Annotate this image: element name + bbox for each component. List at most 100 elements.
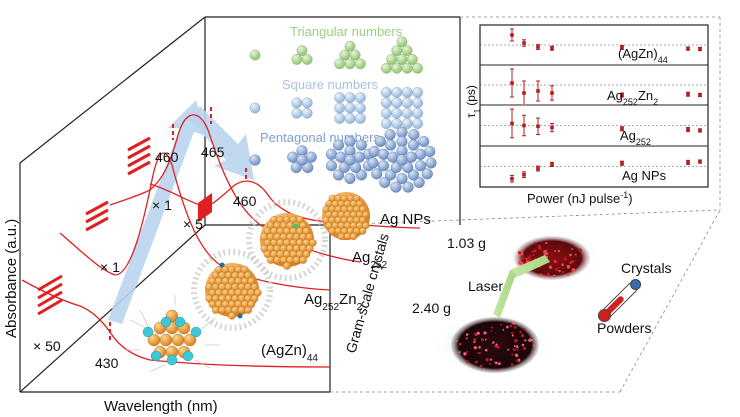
inset-point: [698, 47, 702, 51]
scale-label-x1a: × 1: [100, 259, 120, 275]
sphere: [413, 176, 425, 188]
sphere: [355, 169, 367, 181]
inset-point: [698, 128, 702, 133]
cluster-agzn44: [125, 295, 220, 373]
cluster-agnps-atoms: [322, 194, 370, 241]
sphere: [377, 160, 390, 172]
peak-label-ag252: 465: [201, 144, 225, 160]
sphere: [396, 36, 408, 48]
scale-icon-x5: [198, 193, 212, 222]
sphere: [412, 87, 423, 98]
sphere: [291, 97, 303, 109]
sphere: [414, 160, 427, 172]
crystal-pile: [514, 236, 590, 280]
inset-label-agnps: Ag NPs: [622, 168, 667, 183]
sphere: [401, 87, 413, 98]
sphere: [401, 107, 413, 119]
sphere: [344, 102, 356, 114]
inset-point: [550, 162, 554, 167]
sphere: [381, 118, 392, 129]
sphere: [302, 161, 314, 174]
sphere: [355, 113, 366, 124]
inset-point: [686, 92, 690, 96]
inset-plot: (AgZn)44 Ag252Zn2 Ag252 Ag NPs τ1(ps) Po…: [464, 24, 709, 206]
sphere: [301, 107, 313, 119]
inset-point: [510, 81, 514, 85]
sphere: [421, 168, 433, 180]
sphere: [418, 135, 430, 148]
synthesis: 1.03 g 2.40 g Laser Crystals Powders: [412, 229, 672, 375]
sphere: [396, 54, 408, 65]
sample-label-agnps: Ag NPs: [380, 211, 431, 228]
laser-beam-top: [510, 255, 550, 278]
square-spheres: [249, 87, 423, 129]
inset-point: [522, 91, 526, 95]
sphere-groups: [249, 36, 437, 193]
sphere: [407, 169, 419, 181]
sphere: [379, 176, 391, 188]
scale-label-x50: × 50: [33, 338, 61, 354]
powders-label: Powders: [597, 320, 651, 336]
inset-point: [620, 126, 624, 131]
inset-point: [522, 172, 526, 177]
inset-point: [698, 159, 702, 164]
sphere: [412, 62, 423, 74]
sphere: [381, 97, 392, 109]
cluster-ag252zn2-atoms: [205, 262, 262, 320]
sphere: [402, 181, 414, 193]
sphere: [344, 92, 356, 103]
inset-y-label: τ1(ps): [464, 85, 482, 118]
triangular-title: Triangular numbers: [290, 24, 403, 39]
x-axis-label: Wavelength (nm): [104, 398, 218, 415]
cluster-ag252-atoms: [260, 216, 317, 270]
sphere: [344, 58, 356, 70]
sphere: [374, 135, 386, 148]
scale-icons: [37, 136, 151, 316]
sphere: [425, 157, 437, 169]
crystals-label: Crystals: [621, 260, 672, 276]
sphere: [412, 97, 423, 109]
sphere: [412, 118, 423, 129]
box-dashed-extension: [329, 16, 721, 393]
inset-point: [550, 91, 554, 95]
number-sequences: Triangular numbers Square numbers Pentag…: [249, 24, 437, 193]
sphere: [390, 161, 402, 174]
sphere: [385, 169, 397, 181]
sphere: [367, 157, 379, 169]
sphere: [371, 168, 383, 180]
sample-label-ag252zn2: Ag252Zn2: [304, 291, 363, 313]
sphere: [290, 161, 302, 174]
inset-point: [686, 127, 690, 132]
sphere: [301, 54, 313, 65]
sphere: [402, 161, 414, 174]
sphere: [385, 139, 397, 151]
sphere: [386, 54, 397, 65]
sphere: [339, 49, 351, 61]
sphere: [390, 181, 402, 193]
sphere: [301, 97, 313, 109]
sphere: [408, 129, 420, 141]
sphere: [407, 139, 419, 151]
sample-label-agzn44: (AgZn)44: [261, 342, 318, 364]
inset-x-label: Power (nJ pulse-1): [527, 190, 633, 206]
inset-point: [620, 93, 624, 97]
sphere: [344, 172, 356, 185]
sphere: [344, 154, 356, 166]
inset-data: [480, 28, 708, 183]
sphere: [350, 161, 362, 174]
y-axis-label: Absorbance (a.u.): [3, 219, 20, 338]
inset-point: [550, 46, 554, 50]
peak-label-agnps: 460: [233, 193, 257, 209]
sphere: [355, 139, 367, 151]
sphere: [391, 62, 403, 74]
sphere: [396, 172, 408, 185]
scale-label-x1b: × 1: [152, 197, 172, 213]
inset-point: [698, 93, 702, 97]
inset-point: [536, 89, 540, 93]
scale-icon-x50: [37, 274, 63, 316]
inset-point: [620, 161, 624, 166]
cluster-agnps: [322, 192, 370, 241]
inset-point: [522, 123, 526, 128]
sphere: [396, 154, 408, 166]
